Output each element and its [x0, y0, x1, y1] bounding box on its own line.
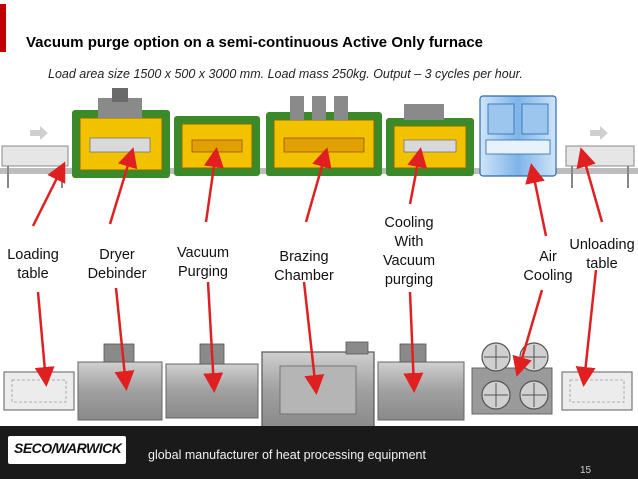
title-accent-bar — [0, 4, 6, 52]
label-loading-table: Loading table — [7, 247, 59, 282]
cooling-vacuum-top — [386, 104, 474, 176]
arrow-dryer-up — [108, 147, 138, 225]
unloading-table-top — [565, 126, 635, 188]
arrow-loading-up — [31, 161, 66, 227]
unloading-table-plan — [561, 371, 633, 411]
arrow-vacuum-up — [203, 147, 224, 223]
arrow-dryer-down — [114, 287, 135, 391]
arrow-unloading-up — [576, 147, 604, 223]
label-brazing-chamber: Brazing Chamber — [274, 249, 334, 284]
arrow-brazing-down — [302, 281, 325, 395]
label-cooling-vacuum-purging: Cooling With Vacuum purging — [382, 215, 436, 288]
company-logo — [8, 436, 126, 464]
arrow-cooling-up — [407, 147, 427, 205]
callout-arrows — [31, 147, 604, 395]
dryer-debinder-top — [72, 88, 170, 178]
label-vacuum-purging: Vacuum Purging — [176, 245, 230, 280]
arrow-air-up — [525, 163, 548, 237]
vacuum-purging-top — [174, 116, 260, 176]
brazing-chamber-top — [266, 96, 382, 176]
company-logo-text: SECO/WARWICK — [14, 440, 122, 456]
arrow-air-down — [512, 289, 544, 377]
arrow-brazing-up — [304, 147, 332, 223]
arrow-loading-down — [34, 291, 55, 387]
slide-subtitle: Load area size 1500 x 500 x 3000 mm. Loa… — [48, 67, 523, 81]
loading-table-plan — [3, 371, 75, 411]
label-air-cooling: Air Cooling — [523, 249, 573, 284]
footer-tagline: global manufacturer of heat processing e… — [148, 448, 426, 462]
arrow-cooling-down — [403, 291, 424, 393]
dryer-debinder-plan — [77, 361, 163, 421]
label-unloading-table: Unloading table — [569, 237, 635, 272]
cooling-vacuum-plan — [377, 361, 465, 421]
air-cooling-top — [479, 95, 557, 177]
loading-table-top — [1, 126, 69, 188]
page-number: 15 — [580, 465, 592, 476]
arrow-unloading-down — [575, 269, 598, 387]
slide-title: Vacuum purge option on a semi-continuous… — [26, 34, 484, 51]
air-cooling-plan — [471, 342, 553, 415]
label-dryer-debinder: Dryer Debinder — [87, 247, 147, 282]
title-bar — [0, 0, 638, 62]
bottom-furnace-plan — [3, 341, 633, 429]
arrow-vacuum-down — [203, 281, 224, 393]
